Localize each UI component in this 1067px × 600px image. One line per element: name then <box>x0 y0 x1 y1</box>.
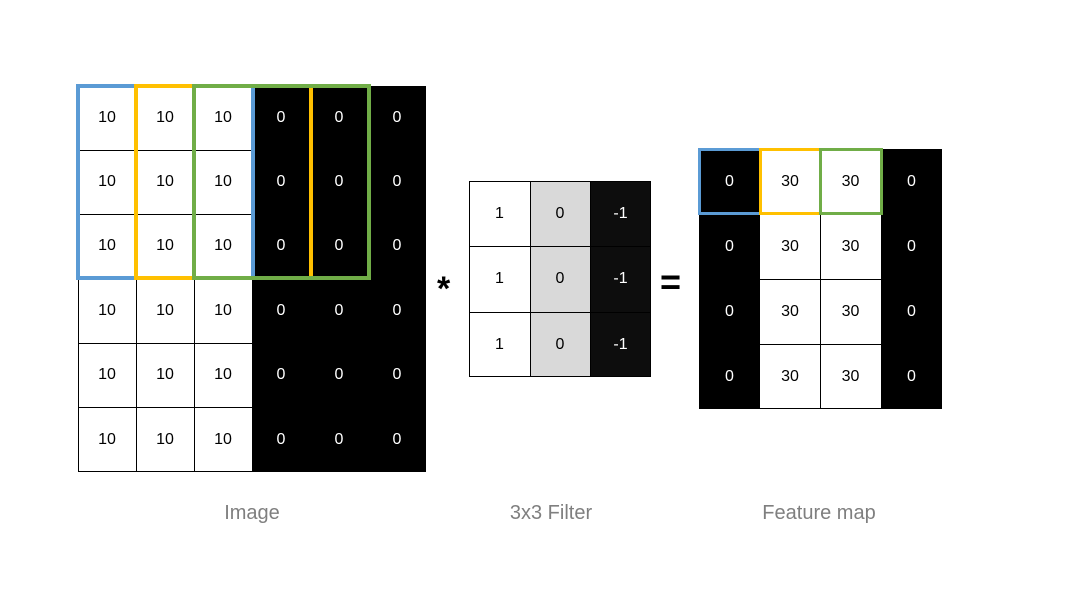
equals-operator: = <box>660 261 682 302</box>
filter-cell-r1-c3: -1 <box>590 181 651 246</box>
image-cell-r5-c5: 0 <box>310 343 368 407</box>
feature-cell-r1-c3: 30 <box>820 149 881 214</box>
image-cell-r3-c4: 0 <box>252 214 310 278</box>
feature-cell-r4-c3: 30 <box>820 344 881 409</box>
filter-cell-r2-c1: 1 <box>469 246 530 312</box>
feature-cell-r3-c1: 0 <box>699 279 760 344</box>
feature-cell-r1-c2: 30 <box>760 149 820 214</box>
feature-cell-r1-c4: 0 <box>881 149 942 214</box>
feature-cell-r4-c2: 30 <box>760 344 820 409</box>
image-cell-r3-c6: 0 <box>368 214 426 278</box>
image-cell-r2-c2: 10 <box>136 150 194 214</box>
image-cell-r2-c3: 10 <box>194 150 252 214</box>
feature-cell-r1-c1: 0 <box>699 149 760 214</box>
image-cell-r1-c5: 0 <box>310 86 368 150</box>
image-cell-r5-c2: 10 <box>136 343 194 407</box>
feature-cell-r2-c1: 0 <box>699 214 760 279</box>
image-cell-r1-c2: 10 <box>136 86 194 150</box>
image-cell-r6-c2: 10 <box>136 407 194 472</box>
image-cell-r2-c4: 0 <box>252 150 310 214</box>
image-cell-r5-c4: 0 <box>252 343 310 407</box>
image-cell-r4-c6: 0 <box>368 278 426 343</box>
feature-map-caption: Feature map <box>762 502 876 524</box>
image-cell-r5-c3: 10 <box>194 343 252 407</box>
feature-cell-r2-c3: 30 <box>820 214 881 279</box>
image-cell-r2-c5: 0 <box>310 150 368 214</box>
filter-cell-r3-c1: 1 <box>469 312 530 377</box>
image-cell-r4-c2: 10 <box>136 278 194 343</box>
feature-cell-r2-c4: 0 <box>881 214 942 279</box>
feature-cell-r4-c1: 0 <box>699 344 760 409</box>
image-cell-r4-c4: 0 <box>252 278 310 343</box>
filter-cell-r2-c2: 0 <box>530 246 590 312</box>
image-cell-r6-c1: 10 <box>78 407 136 472</box>
image-cell-r1-c3: 10 <box>194 86 252 150</box>
image-cell-r4-c1: 10 <box>78 278 136 343</box>
image-cell-r6-c4: 0 <box>252 407 310 472</box>
image-cell-r4-c3: 10 <box>194 278 252 343</box>
image-cell-r1-c4: 0 <box>252 86 310 150</box>
filter-cell-r3-c3: -1 <box>590 312 651 377</box>
image-cell-r6-c3: 10 <box>194 407 252 472</box>
convolution-operator: * <box>437 270 451 308</box>
image-cell-r4-c5: 0 <box>310 278 368 343</box>
image-cell-r3-c1: 10 <box>78 214 136 278</box>
image-cell-r2-c6: 0 <box>368 150 426 214</box>
filter-cell-r1-c2: 0 <box>530 181 590 246</box>
image-caption: Image <box>224 502 280 524</box>
image-cell-r5-c1: 10 <box>78 343 136 407</box>
image-cell-r3-c3: 10 <box>194 214 252 278</box>
filter-cell-r3-c2: 0 <box>530 312 590 377</box>
image-cell-r2-c1: 10 <box>78 150 136 214</box>
image-cell-r5-c6: 0 <box>368 343 426 407</box>
feature-cell-r4-c4: 0 <box>881 344 942 409</box>
filter-cell-r2-c3: -1 <box>590 246 651 312</box>
filter-cell-r1-c1: 1 <box>469 181 530 246</box>
feature-cell-r2-c2: 30 <box>760 214 820 279</box>
image-cell-r1-c6: 0 <box>368 86 426 150</box>
feature-cell-r3-c2: 30 <box>760 279 820 344</box>
image-cell-r6-c5: 0 <box>310 407 368 472</box>
feature-cell-r3-c4: 0 <box>881 279 942 344</box>
image-cell-r6-c6: 0 <box>368 407 426 472</box>
image-cell-r3-c5: 0 <box>310 214 368 278</box>
feature-cell-r3-c3: 30 <box>820 279 881 344</box>
image-cell-r1-c1: 10 <box>78 86 136 150</box>
image-cell-r3-c2: 10 <box>136 214 194 278</box>
filter-caption: 3x3 Filter <box>509 502 593 524</box>
